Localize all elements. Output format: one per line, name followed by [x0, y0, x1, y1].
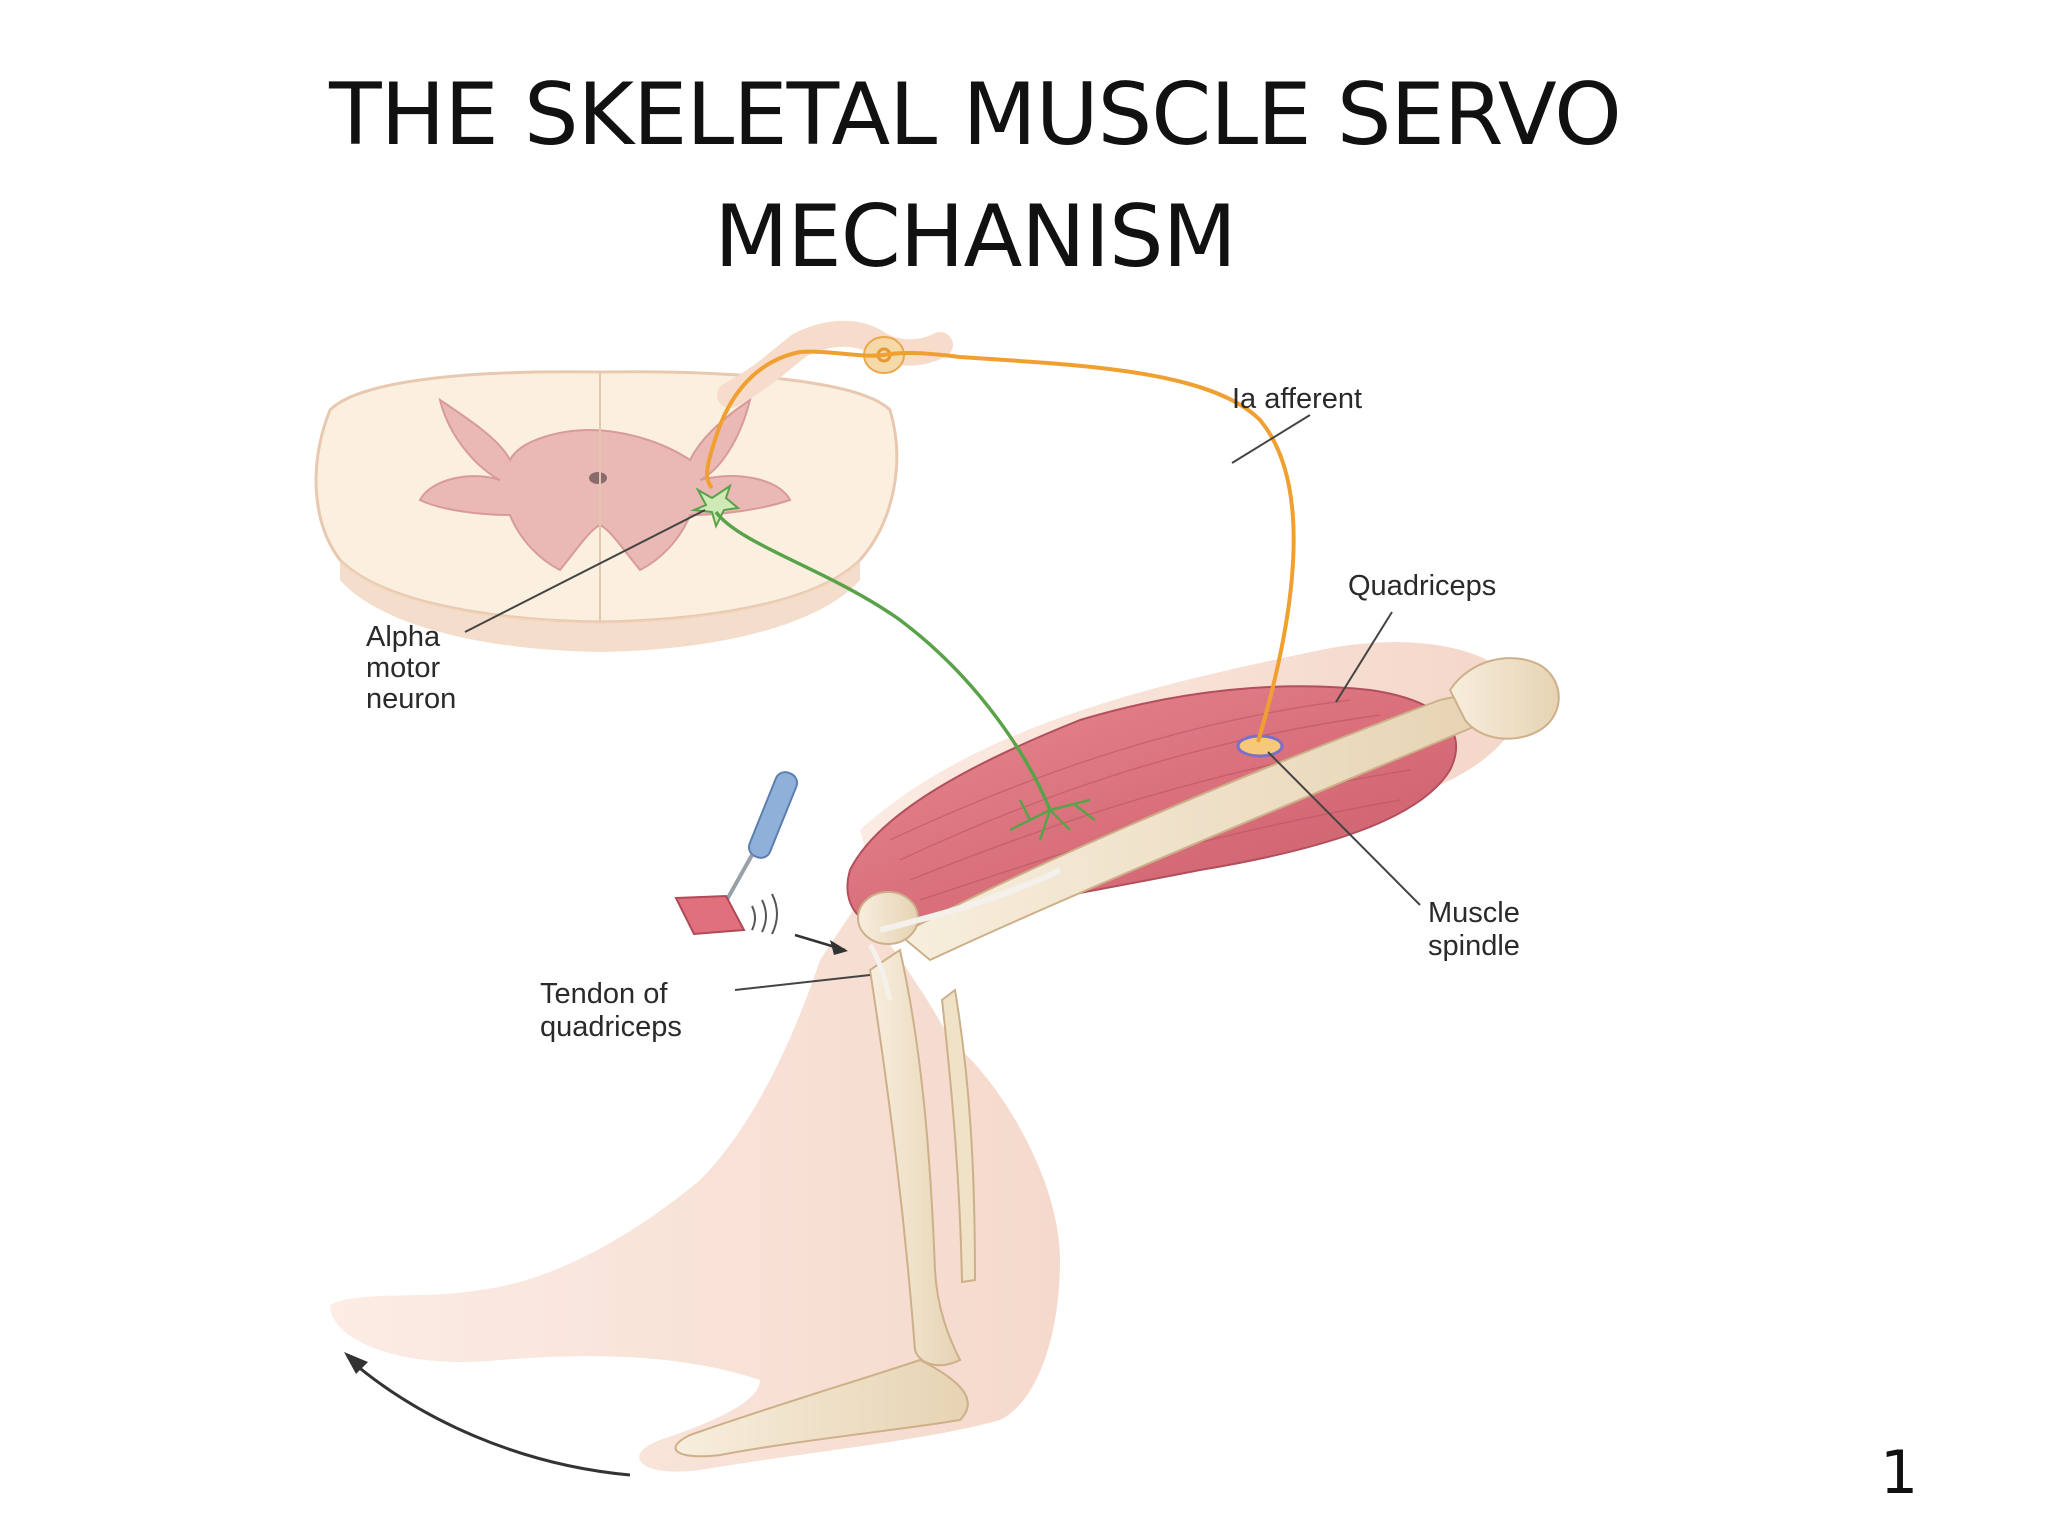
- slide-title-line1: THE SKELETAL MUSCLE SERVO: [329, 65, 1622, 165]
- slide-title-line2: MECHANISM: [714, 187, 1237, 287]
- label-alpha-line3: neuron: [366, 683, 456, 715]
- label-tendon-line1: Tendon of: [540, 978, 668, 1010]
- ia-afferent-fiber: [705, 349, 1296, 743]
- label-alpha-line2: motor: [366, 652, 440, 684]
- spinal-cord: [314, 370, 899, 652]
- label-tendon-line2: quadriceps: [540, 1011, 682, 1043]
- fibula: [940, 988, 977, 1284]
- page-number: 1: [1880, 1438, 1919, 1508]
- leg: [330, 642, 1560, 1472]
- label-ia-afferent: Ia afferent: [1232, 383, 1362, 415]
- label-quadriceps: Quadriceps: [1348, 570, 1496, 602]
- kick-arrow: [344, 1352, 631, 1477]
- foot-bones: [674, 1358, 969, 1458]
- label-spindle-line2: spindle: [1428, 930, 1520, 962]
- tibia: [868, 948, 962, 1367]
- label-alpha-line1: Alpha: [366, 621, 441, 653]
- leader-lines: [464, 414, 1421, 991]
- reflex-hammer: [674, 771, 848, 955]
- alpha-motor-neuron: [690, 483, 1096, 841]
- label-spindle-line1: Muscle: [1428, 897, 1520, 929]
- patella: [857, 891, 919, 945]
